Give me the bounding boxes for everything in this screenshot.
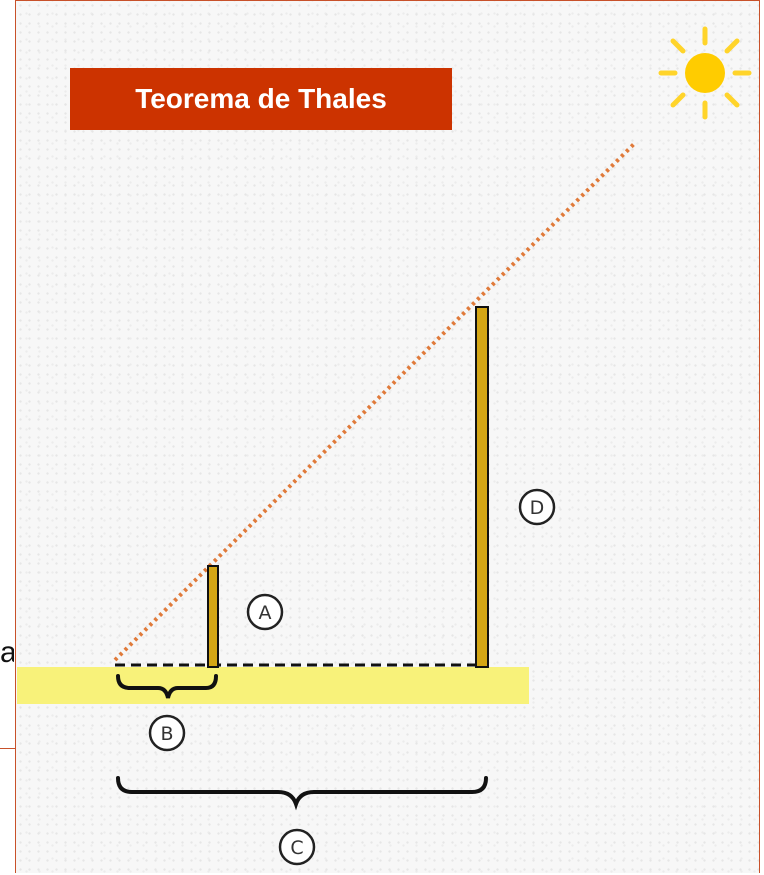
svg-text:D: D xyxy=(530,497,545,519)
left-rule-line xyxy=(0,748,16,749)
label-a: A xyxy=(246,593,284,631)
edge-text: a xyxy=(0,636,14,669)
sun-ray-line xyxy=(113,141,637,662)
sun-icon xyxy=(658,26,752,120)
label-c: C xyxy=(278,828,316,866)
brace-b xyxy=(116,674,218,699)
svg-text:A: A xyxy=(259,602,272,624)
ground-strip xyxy=(17,667,529,704)
tall-pole xyxy=(475,306,489,668)
diagram-frame xyxy=(15,0,760,873)
label-b: B xyxy=(148,714,186,752)
small-pole xyxy=(207,565,219,668)
svg-text:B: B xyxy=(160,723,173,745)
svg-text:C: C xyxy=(290,837,303,859)
page-title: Teorema de Thales xyxy=(70,68,452,130)
brace-c xyxy=(116,776,488,811)
label-d: D xyxy=(518,488,556,526)
